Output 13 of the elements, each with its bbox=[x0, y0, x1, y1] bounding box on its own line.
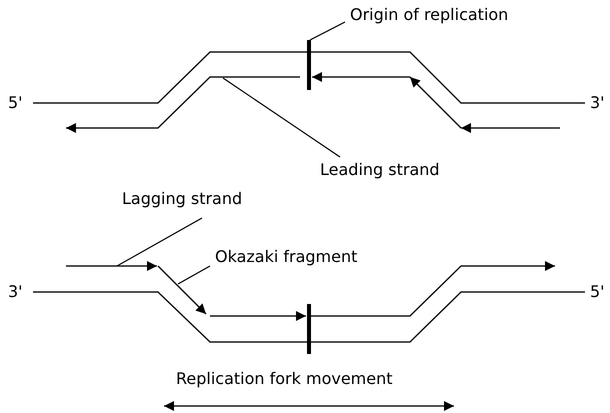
strand-end-label: 3' bbox=[8, 283, 23, 301]
leader-line bbox=[222, 78, 340, 158]
direction-label: Replication fork movement bbox=[176, 370, 393, 388]
callout-label: Okazaki fragment bbox=[215, 248, 358, 266]
leader-line bbox=[116, 218, 202, 266]
strand-end-label: 3' bbox=[590, 94, 605, 112]
strand-end-label: 5' bbox=[8, 94, 23, 112]
leader-line bbox=[178, 266, 210, 284]
callout-label: Origin of replication bbox=[350, 6, 508, 24]
strand-end-label: 5' bbox=[590, 283, 605, 301]
callout-label: Lagging strand bbox=[122, 190, 242, 208]
callout-label: Leading strand bbox=[320, 161, 440, 179]
leader-line bbox=[310, 22, 346, 40]
